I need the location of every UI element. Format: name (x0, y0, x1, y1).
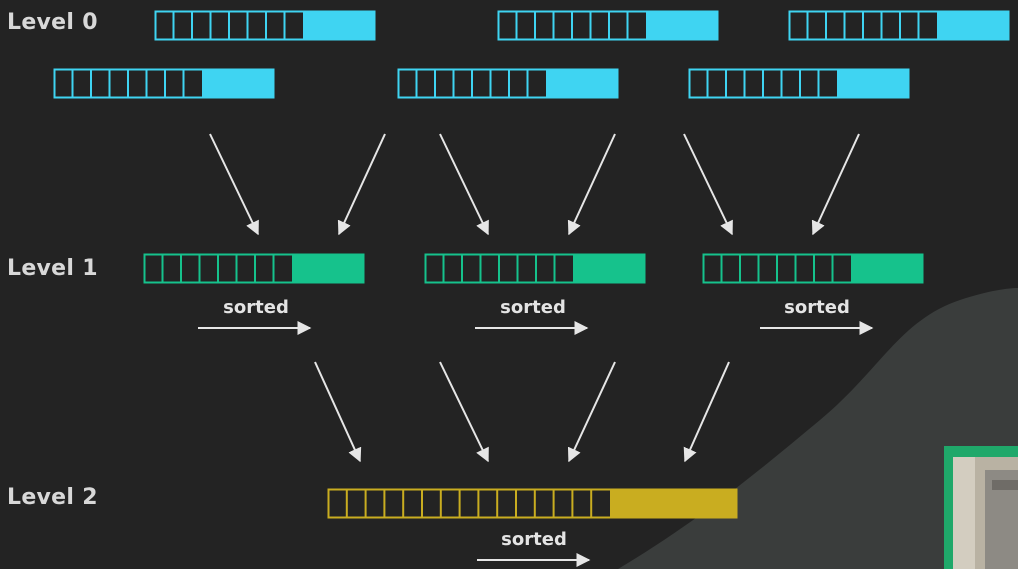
level-2-label: Level 2 (7, 485, 98, 510)
sstable-l0-3 (788, 10, 1010, 41)
merge-arrow-2 (337, 133, 386, 236)
merge-arrow-7 (314, 361, 362, 463)
merge-arrow-9 (567, 361, 616, 463)
sstable-l0-4 (53, 68, 275, 99)
sorted-label-2: sorted (501, 529, 567, 550)
sstable-filled-block (303, 11, 375, 40)
sstable-filled-block (851, 254, 923, 283)
merge-arrow-3 (439, 133, 489, 236)
level-1-label: Level 1 (7, 256, 98, 281)
sorted-label-1c: sorted (784, 297, 850, 318)
sstable-l1-3 (702, 253, 924, 284)
sstable-filled-block (202, 69, 274, 98)
sstable-l0-2 (497, 10, 719, 41)
sstable-filled-block (546, 69, 618, 98)
sstable-filled-block (837, 69, 909, 98)
sstable-l1-2 (424, 253, 646, 284)
background-blob (618, 288, 1018, 569)
merge-arrow-8 (439, 361, 489, 463)
sstable-l1-1 (143, 253, 365, 284)
sstable-filled-block (646, 11, 718, 40)
sorted-label-1b: sorted (500, 297, 566, 318)
merge-arrow-1 (209, 133, 259, 236)
sstable-l0-1 (154, 10, 376, 41)
sstables-layer (53, 10, 1010, 519)
arrows-layer (198, 133, 874, 567)
sstable-filled-block (610, 489, 737, 518)
sstable-filled-block (573, 254, 645, 283)
webcam-overlay (944, 446, 1018, 569)
sstable-l0-6 (688, 68, 910, 99)
sorted-label-1a: sorted (223, 297, 289, 318)
level-0-label: Level 0 (7, 10, 98, 35)
merge-arrow-4 (567, 133, 616, 236)
sstable-filled-block (292, 254, 364, 283)
sstable-filled-block (937, 11, 1009, 40)
merge-arrow-10 (683, 361, 730, 463)
sstable-l0-5 (397, 68, 619, 99)
sstable-l2-1 (327, 488, 738, 519)
merge-arrow-5 (683, 133, 733, 236)
merge-arrow-6 (811, 133, 860, 236)
